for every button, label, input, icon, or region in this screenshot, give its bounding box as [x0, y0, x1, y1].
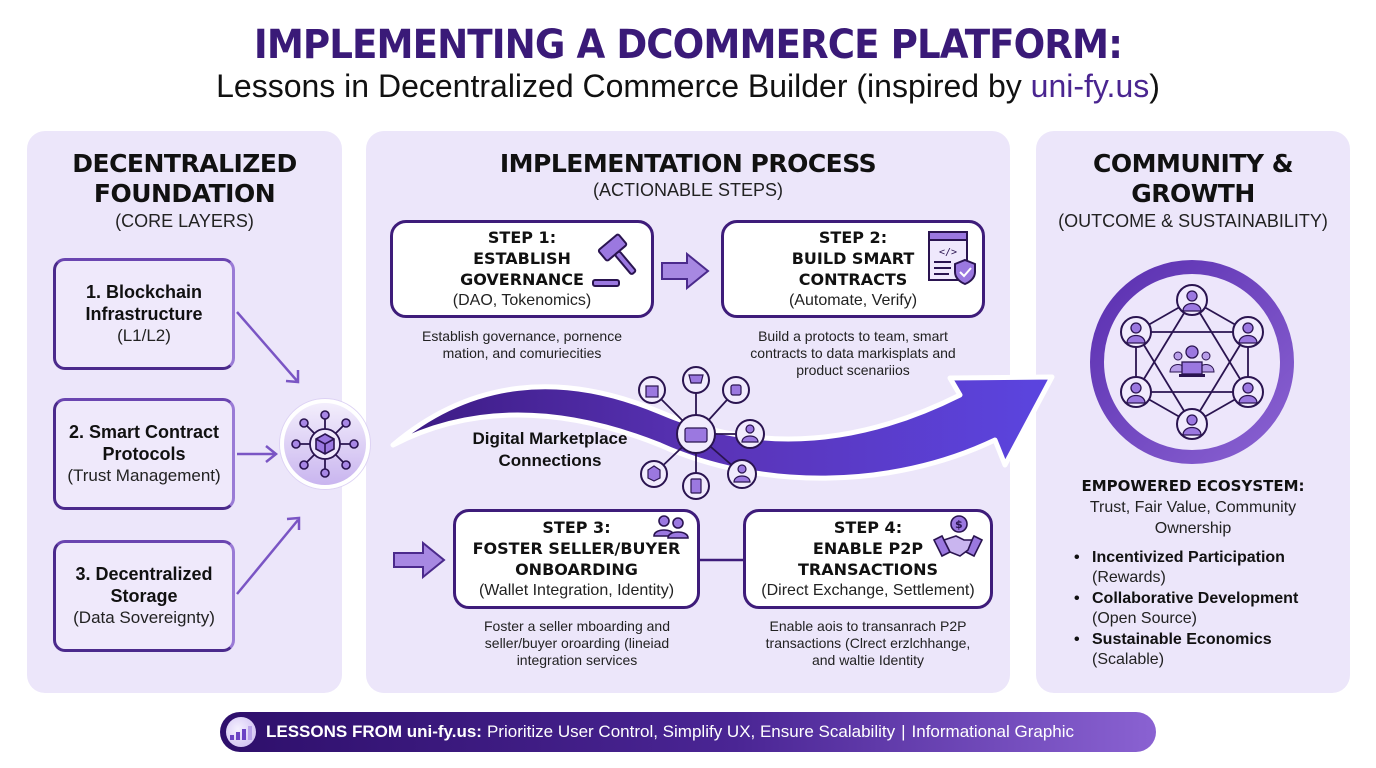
step-3-description: Foster a seller mboarding and seller/buy… — [445, 618, 709, 669]
community-heading: COMMUNITY & GROWTH — [1036, 149, 1350, 209]
step-1-description: Establish governance, pornence mation, a… — [390, 328, 654, 362]
layer-title: Storage — [110, 586, 178, 606]
description-line: contracts to data markisplats and — [750, 345, 956, 361]
step-4-description: Enable aois to transanrach P2P transacti… — [735, 618, 1001, 669]
description-line: Enable aois to transanrach P2P — [769, 618, 967, 634]
footer-text: Prioritize User Control, Simplify UX, En… — [486, 722, 896, 741]
ecosystem-subtitle-line1: Trust, Fair Value, Community — [1089, 499, 1297, 516]
description-line: Build a protocts to team, smart — [758, 328, 948, 344]
footer-banner: LESSONS FROM uni-fy.us: Prioritize User … — [220, 712, 1156, 752]
step-1-card: STEP 1: ESTABLISH GOVERNANCE (DAO, Token… — [390, 220, 654, 318]
page-subtitle: Lessons in Decentralized Commerce Builde… — [0, 68, 1376, 105]
foundation-heading: DECENTRALIZED FOUNDATION — [27, 149, 342, 209]
layer-box-blockchain: 1. Blockchain Infrastructure (L1/L2) — [53, 258, 235, 370]
gavel-icon — [592, 233, 637, 287]
ecosystem-list: Incentivized Participation (Rewards) Coll… — [1072, 548, 1342, 671]
ecosystem-list-item: Collaborative Development (Open Source) — [1072, 589, 1342, 629]
ecosystem-subtitle-line2: Ownership — [1154, 520, 1232, 537]
layer-title: Protocols — [102, 444, 186, 464]
step-number: STEP 4: — [833, 518, 903, 537]
team-laptop-icon — [1166, 345, 1218, 378]
bullet-title: Collaborative Development — [1092, 590, 1299, 607]
page-title: IMPLEMENTING A DCOMMERCE PLATFORM: — [253, 22, 1123, 68]
description-line: integration services — [516, 652, 638, 668]
layer-title: Infrastructure — [85, 304, 203, 324]
process-subheading: (ACTIONABLE STEPS) — [592, 180, 784, 200]
smart-contract-icon: </> — [928, 231, 976, 286]
step-detail: (DAO, Tokenomics) — [452, 292, 592, 309]
description-line: and waltie Identity — [811, 652, 925, 668]
layer-detail: (Data Sovereignty) — [73, 608, 215, 627]
description-line: Establish governance, pornence — [421, 328, 623, 344]
step-3-card: STEP 3: FOSTER SELLER/BUYER ONBOARDING (… — [453, 509, 700, 609]
step-number: STEP 2: — [818, 228, 888, 247]
step-title: TRANSACTIONS — [797, 560, 939, 579]
ecosystem-list-item: Incentivized Participation (Rewards) — [1072, 548, 1342, 588]
foundation-heading-line2: FOUNDATION — [93, 179, 276, 208]
layer-detail: (L1/L2) — [117, 326, 171, 345]
footer-bold: LESSONS FROM uni-fy.us: — [266, 722, 482, 741]
community-heading-line2: GROWTH — [1131, 179, 1255, 208]
user-icon — [727, 459, 757, 489]
svg-text:</>: </> — [939, 247, 957, 258]
step-title: ENABLE P2P — [812, 539, 924, 558]
bullet-detail: (Scalable) — [1092, 651, 1165, 668]
layer-box-storage: 3. Decentralized Storage (Data Sovereign… — [53, 540, 235, 652]
bullet-title: Sustainable Economics — [1092, 631, 1272, 648]
foundation-hub — [280, 399, 370, 489]
step-detail: (Wallet Integration, Identity) — [478, 582, 675, 599]
step-detail: (Direct Exchange, Settlement) — [761, 582, 975, 599]
step-title: CONTRACTS — [798, 270, 908, 289]
layer-title: 2. Smart Contract — [68, 422, 220, 442]
layer-title: 1. Blockchain — [85, 282, 203, 302]
ecosystem-title: EMPOWERED ECOSYSTEM: — [1081, 477, 1305, 495]
description-line: product scenariios — [796, 362, 910, 378]
marketplace-label-line1: Digital Marketplace — [472, 429, 628, 448]
bullet-detail: (Rewards) — [1092, 569, 1166, 586]
community-network-icon — [1090, 260, 1294, 464]
subtitle-close: ) — [1149, 68, 1160, 104]
marketplace-label: Digital Marketplace Connections — [455, 428, 645, 472]
community-subheading: (OUTCOME & SUSTAINABILITY) — [1058, 211, 1328, 231]
footer-tail: Informational Graphic — [911, 722, 1075, 741]
marketplace-network — [638, 366, 765, 500]
handshake-icon: $ — [932, 515, 984, 558]
footer-separator: | — [901, 722, 906, 741]
community-members — [1120, 284, 1264, 440]
layer-title: 3. Decentralized — [75, 564, 213, 584]
layer-detail: (Trust Management) — [67, 466, 221, 485]
users-icon — [653, 515, 689, 539]
foundation-subheading: (CORE LAYERS) — [115, 211, 254, 231]
bar-chart-icon — [226, 717, 256, 747]
step-title: ESTABLISH — [473, 249, 571, 268]
step-title: GOVERNANCE — [460, 270, 584, 289]
layer-box-smart-contract: 2. Smart Contract Protocols (Trust Manag… — [53, 398, 235, 510]
bullet-title: Incentivized Participation — [1092, 549, 1285, 566]
description-line: mation, and comurieсities — [442, 345, 602, 361]
step-2-description: Build a protocts to team, smart contract… — [710, 328, 996, 379]
ecosystem-subtitle: Trust, Fair Value, Community Ownership — [1060, 497, 1326, 539]
step-detail: (Automate, Verify) — [788, 292, 918, 309]
ecosystem-list-item: Sustainable Economics (Scalable) — [1072, 630, 1342, 670]
user-icon — [735, 419, 765, 449]
step-number: STEP 1: — [487, 228, 557, 247]
subtitle-text: Lessons in Decentralized Commerce Builde… — [216, 68, 1031, 104]
svg-text:$: $ — [955, 518, 963, 531]
foundation-heading-line1: DECENTRALIZED — [72, 149, 297, 178]
step-title: BUILD SMART — [791, 249, 915, 268]
step-title: FOSTER SELLER/BUYER — [472, 539, 681, 558]
description-line: transactions (Clrect erzlchhange, — [765, 635, 971, 651]
community-heading-line1: COMMUNITY & — [1092, 149, 1294, 178]
step-title: ONBOARDING — [515, 560, 638, 579]
description-line: Foster a seller mboarding and — [484, 618, 670, 634]
marketplace-label-line2: Connections — [498, 451, 602, 470]
description-line: seller/buyer oroarding (lineiad — [484, 635, 670, 651]
bullet-detail: (Open Source) — [1092, 610, 1197, 627]
brand-name: uni-fy.us — [1030, 68, 1150, 104]
process-heading: IMPLEMENTATION PROCESS — [499, 149, 877, 178]
step-number: STEP 3: — [542, 518, 611, 537]
blockchain-network-icon — [291, 410, 359, 478]
